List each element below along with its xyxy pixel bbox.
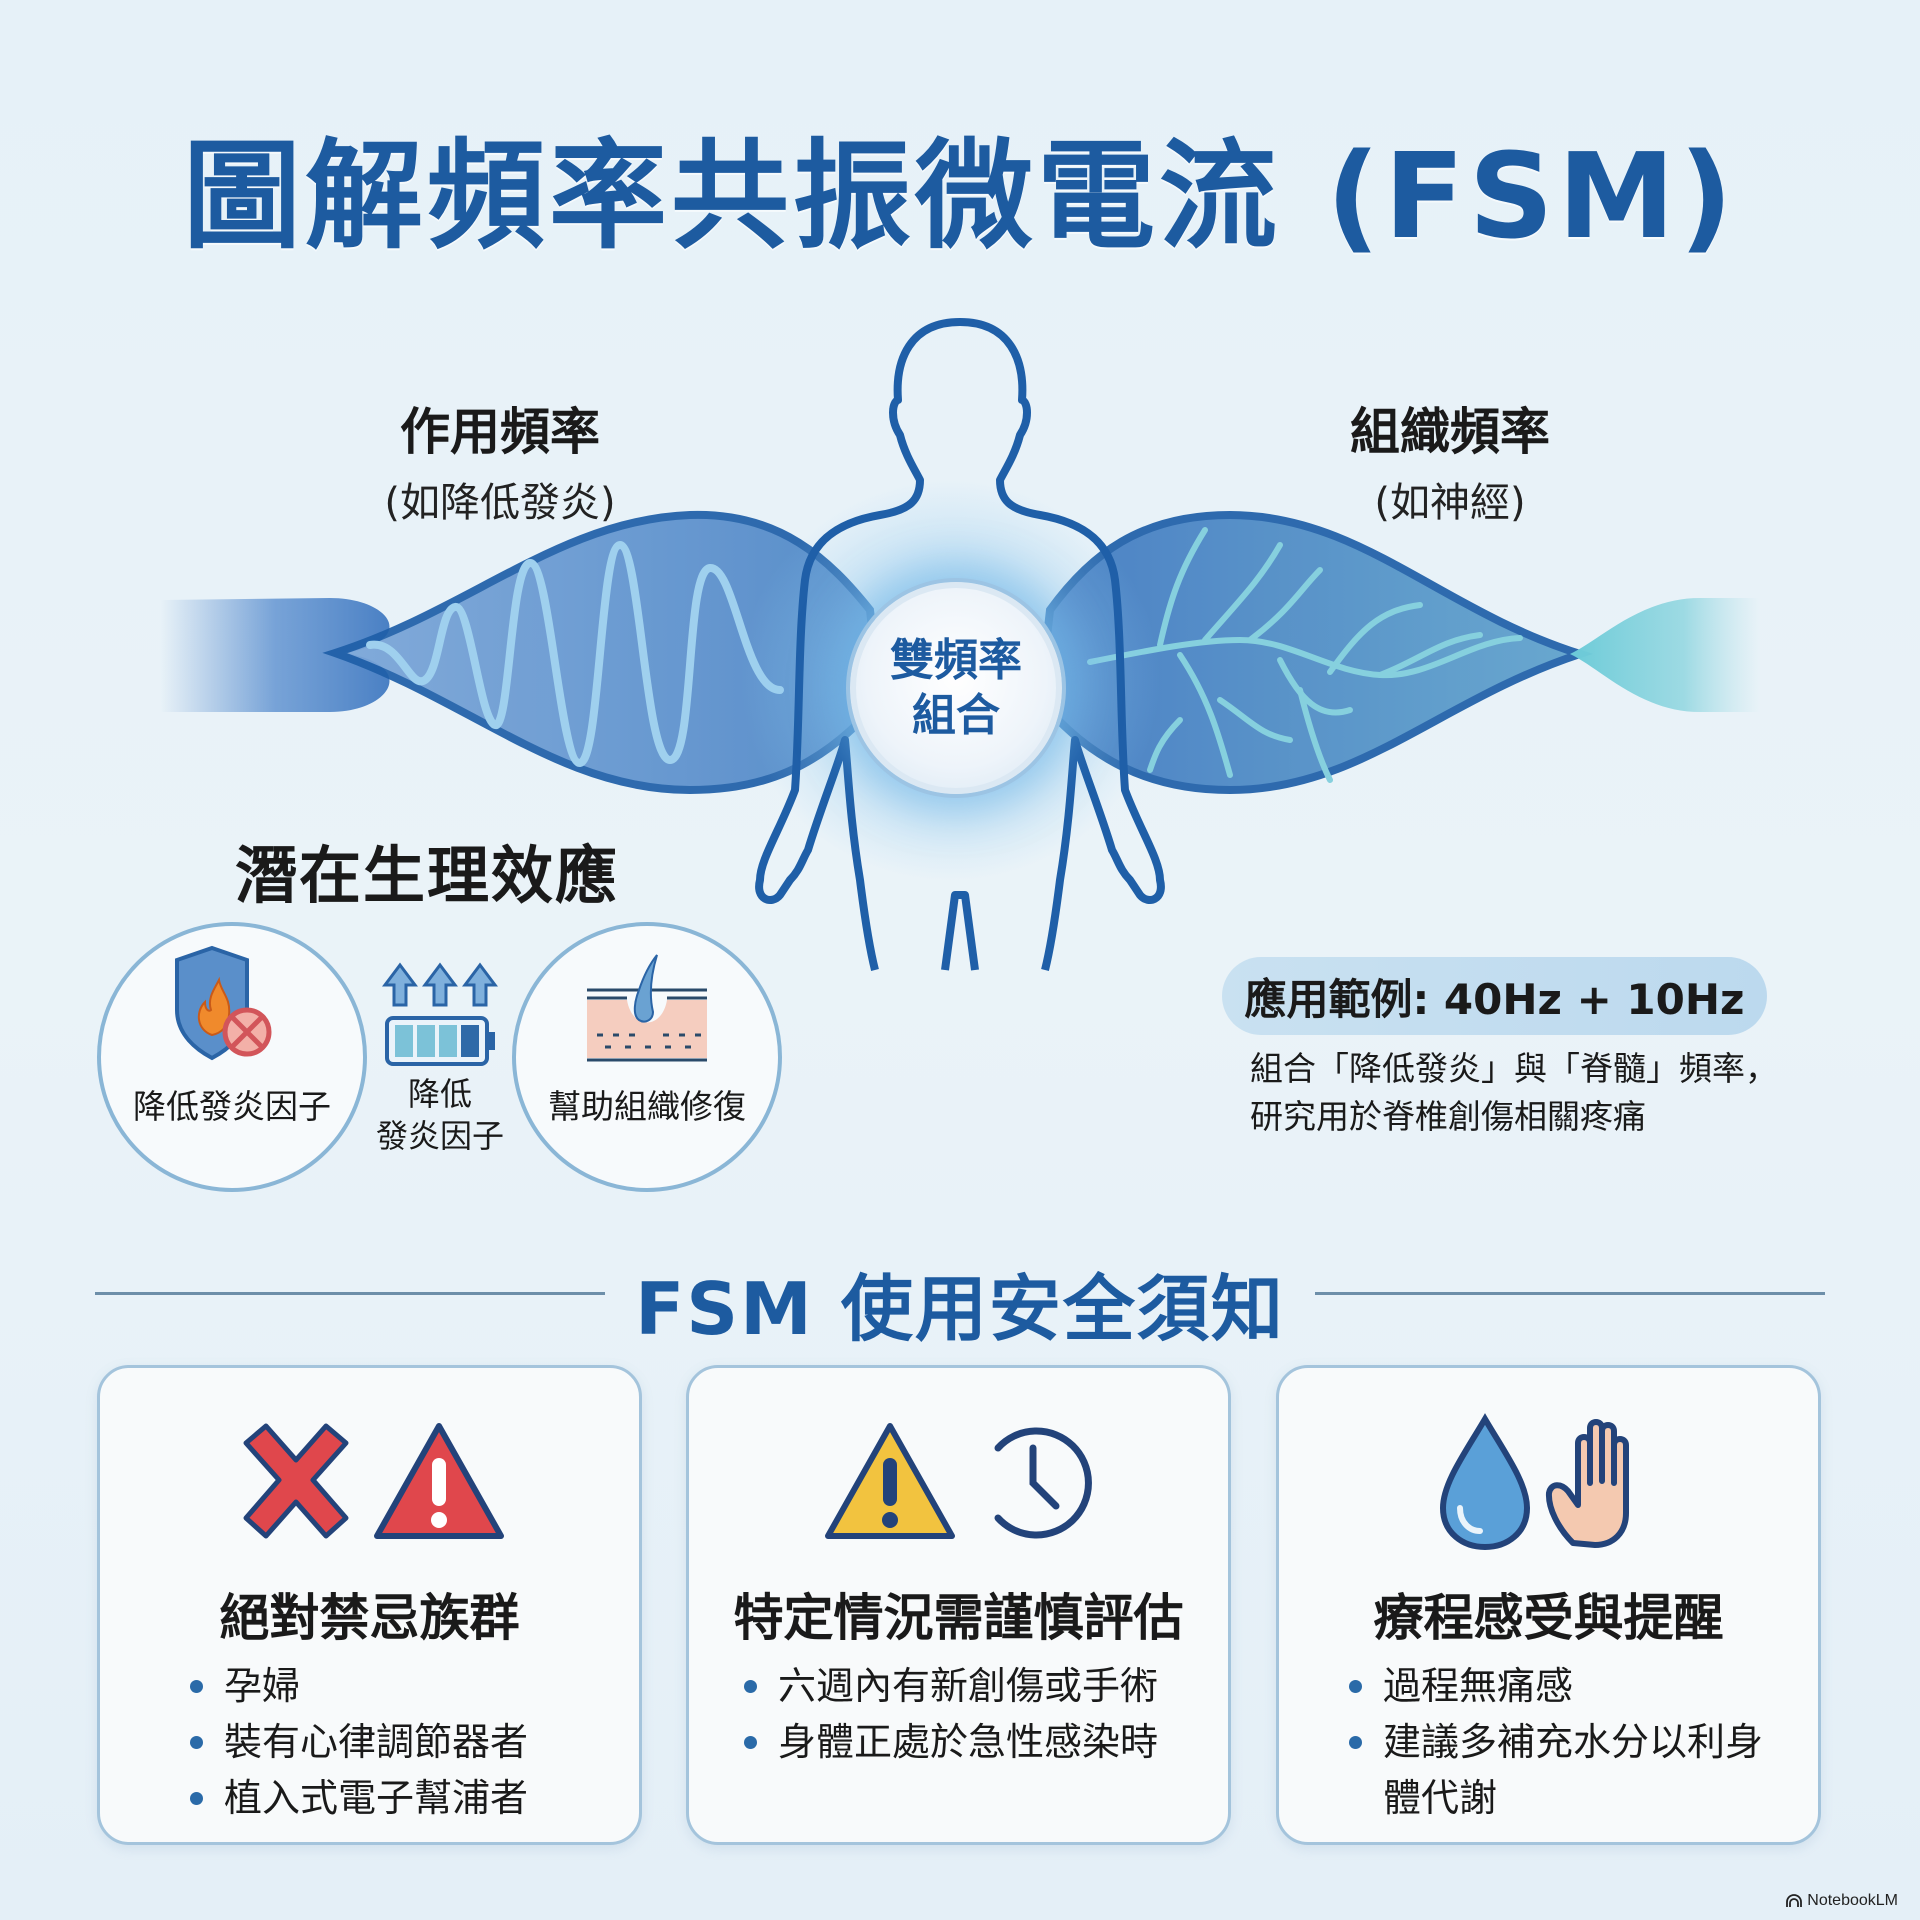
human-body-outline	[755, 318, 1165, 971]
right-tail	[1570, 598, 1760, 712]
effect-label-line1: 降低	[407, 1075, 472, 1113]
application-example-description: 組合「降低發炎」與「脊髓」頻率， 研究用於脊椎創傷相關疼痛	[1250, 1045, 1810, 1141]
yellow-warning-icon	[824, 1423, 955, 1539]
list-item: 過程無痛感	[1349, 1658, 1769, 1714]
effect-label: 降低發炎因子	[133, 1087, 331, 1126]
card-list: 過程無痛感 建議多補充水分以利身體代謝	[1349, 1658, 1769, 1826]
red-x-icon	[243, 1423, 348, 1539]
body-frequency-illustration	[160, 318, 1760, 971]
list-item: 植入式電子幫浦者	[190, 1770, 528, 1826]
card-title: 特定情況需謹慎評估	[733, 1589, 1184, 1647]
example-desc-line2: 研究用於脊椎創傷相關疼痛	[1250, 1096, 1646, 1136]
application-example-pill: 應用範例: 40Hz + 10Hz	[1222, 957, 1767, 1035]
divider-left	[95, 1292, 605, 1295]
list-item: 六週內有新創傷或手術	[744, 1658, 1158, 1714]
card-list: 六週內有新創傷或手術 身體正處於急性感染時	[744, 1658, 1158, 1770]
effect-label: 幫助組織修復	[548, 1087, 746, 1126]
nerve-branches	[1087, 527, 1523, 783]
example-desc-line1: 組合「降低發炎」與「脊髓」頻率，	[1250, 1049, 1778, 1088]
divider-right	[1315, 1292, 1825, 1295]
sine-wave	[366, 540, 784, 767]
card-title: 絕對禁忌族群	[219, 1589, 520, 1647]
action-frequency-label: 作用頻率 (如降低發炎)	[340, 392, 660, 528]
effect-reduce-inflammation: 降低發炎因子	[97, 922, 367, 1192]
red-warning-icon	[373, 1423, 504, 1539]
list-item: 建議多補充水分以利身體代謝	[1349, 1714, 1769, 1826]
tissue-frequency-example: (如神經)	[1374, 480, 1526, 526]
effect-label-line2: 發炎因子	[375, 1116, 504, 1155]
notebooklm-logo-icon	[1786, 1894, 1803, 1907]
list-item: 裝有心律調節器者	[190, 1714, 528, 1770]
effect-tissue-repair: 幫助組織修復	[512, 922, 782, 1192]
clock-icon	[994, 1427, 1092, 1539]
hand-icon	[1545, 1419, 1629, 1548]
list-item: 孕婦	[190, 1658, 528, 1714]
safety-section-header: FSM 使用安全須知	[0, 1250, 1920, 1351]
dual-frequency-badge: 雙頻率 組合	[850, 582, 1062, 794]
card-caution: 特定情況需謹慎評估 六週內有新創傷或手術 身體正處於急性感染時	[686, 1365, 1231, 1845]
water-drop-icon	[1439, 1413, 1530, 1551]
effects-title: 潛在生理效應	[235, 839, 620, 912]
page-title: 圖解頻率共振微電流 (FSM)	[183, 127, 1737, 265]
safety-title: FSM 使用安全須知	[635, 1267, 1285, 1351]
watermark-text: NotebookLM	[1807, 1892, 1898, 1909]
badge-line2: 組合	[912, 690, 1000, 741]
action-frequency-title: 作用頻率	[400, 403, 600, 461]
card-list: 孕婦 裝有心律調節器者 植入式電子幫浦者	[190, 1658, 528, 1826]
list-item: 身體正處於急性感染時	[744, 1714, 1158, 1770]
effect-reduce-inflammation-factors: 降低 發炎因子	[370, 960, 510, 1157]
battery-arrows-up-icon	[382, 962, 498, 1066]
tissue-frequency-label: 組織頻率 (如神經)	[1290, 392, 1610, 528]
card-treatment-notes: 療程感受與提醒 過程無痛感 建議多補充水分以利身體代謝	[1276, 1365, 1821, 1845]
action-frequency-example: (如降低發炎)	[384, 480, 616, 526]
card-title: 療程感受與提醒	[1373, 1589, 1724, 1647]
notebooklm-watermark: NotebookLM	[1786, 1892, 1898, 1910]
left-tail	[160, 598, 390, 712]
card-contraindications: 絕對禁忌族群 孕婦 裝有心律調節器者 植入式電子幫浦者	[97, 1365, 642, 1845]
skin-tissue-icon	[587, 954, 707, 1062]
tissue-frequency-title: 組織頻率	[1350, 403, 1550, 461]
shield-fire-blocked-icon	[175, 945, 272, 1061]
badge-line1: 雙頻率	[890, 635, 1022, 686]
